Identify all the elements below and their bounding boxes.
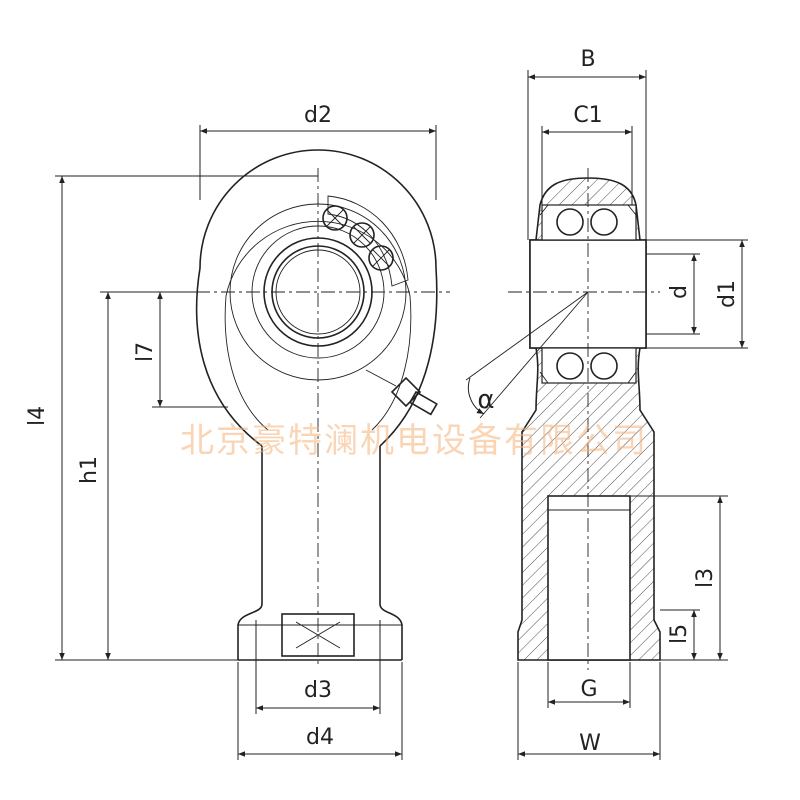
ball-cutaway — [322, 195, 409, 287]
rod-end-outline — [195, 149, 438, 447]
label-W: W — [579, 731, 601, 756]
front-view — [195, 149, 450, 665]
ball — [556, 352, 584, 380]
ball — [590, 208, 618, 236]
label-d3: d3 — [304, 678, 332, 703]
label-l5: l5 — [667, 624, 692, 644]
front-dimensions — [55, 125, 437, 760]
label-C1: C1 — [573, 103, 602, 128]
section-dimensions — [517, 70, 748, 760]
label-d4: d4 — [306, 725, 334, 750]
label-d: d — [667, 285, 692, 299]
label-alpha: α — [477, 385, 494, 415]
section-view — [465, 168, 661, 670]
label-h1: h1 — [77, 456, 102, 484]
label-l3: l3 — [693, 568, 718, 588]
grease-nipple — [365, 369, 438, 416]
ball — [590, 352, 618, 380]
label-d1: d1 — [715, 280, 740, 308]
label-G: G — [580, 677, 597, 702]
watermark-text: 北京豪特澜机电设备有限公司 — [180, 421, 648, 461]
ball — [556, 208, 584, 236]
label-B: B — [580, 47, 595, 72]
threaded-bore — [547, 495, 631, 661]
label-d2: d2 — [304, 103, 332, 128]
label-l7: l7 — [133, 342, 158, 362]
label-l4: l4 — [25, 406, 50, 426]
